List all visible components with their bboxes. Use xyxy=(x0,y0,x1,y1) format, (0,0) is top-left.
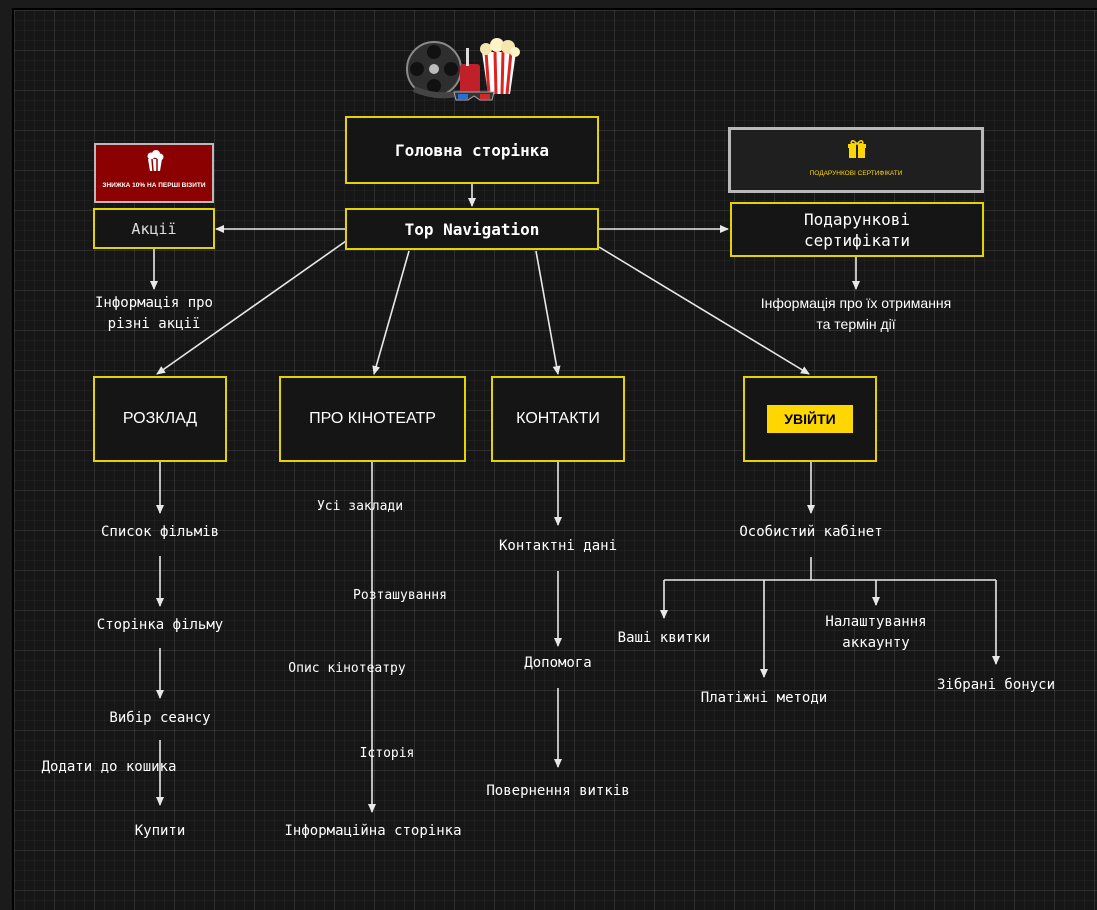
location-text: Розташування xyxy=(353,588,447,603)
contact-details-text: Контактні дані xyxy=(498,538,618,554)
collected-bonuses-text: Зібрані бонуси xyxy=(936,677,1056,693)
diagram-canvas: Головна сторінка Top Navigation ЗНИЖКА 1… xyxy=(12,8,1097,910)
payment-methods-text: Платіжні методи xyxy=(700,690,828,706)
gift-icon xyxy=(848,140,866,158)
gift-banner-text: ПОДАРУНКОВІ СЕРТИФІКАТИ xyxy=(809,170,903,177)
edge-topnav-schedule xyxy=(156,240,347,375)
promos-node[interactable]: Акції xyxy=(93,208,215,249)
gift-certificates-banner[interactable]: ПОДАРУНКОВІ СЕРТИФІКАТИ xyxy=(728,127,984,193)
gift-certificates-label: Подарункові сертифікати xyxy=(804,209,910,250)
edge-topnav-about xyxy=(372,250,410,375)
promo-banner-text: ЗНИЖКА 10% НА ПЕРШІ ВІЗИТИ xyxy=(102,182,206,189)
top-navigation-node[interactable]: Top Navigation xyxy=(345,208,599,250)
help-text: Допомога xyxy=(524,655,592,671)
contacts-node[interactable]: КОНТАКТИ xyxy=(491,376,625,462)
popcorn-icon xyxy=(147,150,164,172)
account-settings-text: Налаштування аккаунту xyxy=(825,614,927,651)
all-venues-text: Усі заклади xyxy=(316,499,404,514)
your-tickets-text: Ваші квитки xyxy=(617,630,711,646)
history-text: Історія xyxy=(359,746,415,761)
gift-info-text: Інформація про їх отримання та термін ді… xyxy=(760,295,952,332)
session-choice-text: Вибір сеансу xyxy=(109,710,211,726)
film-reel-popcorn-icon xyxy=(406,38,520,101)
login-node[interactable]: УВІЙТИ xyxy=(743,376,877,462)
buy-text: Купити xyxy=(134,823,186,839)
top-navigation-label: Top Navigation xyxy=(404,219,540,239)
add-to-cart-text: Додати до кошика xyxy=(41,759,177,775)
home-page-node[interactable]: Головна сторінка xyxy=(345,116,599,184)
promos-label: Акції xyxy=(131,219,177,238)
edge-topnav-contacts xyxy=(535,250,561,375)
returns-text: Повернення витків xyxy=(486,783,630,799)
connector-layer xyxy=(150,184,1000,813)
film-page-text: Сторінка фільму xyxy=(96,617,224,633)
info-page-text: Інформаційна сторінка xyxy=(284,823,462,839)
about-cinema-label: ПРО КІНОТЕАТР xyxy=(309,410,436,427)
about-cinema-node[interactable]: ПРО КІНОТЕАТР xyxy=(279,376,466,462)
promo-banner[interactable]: ЗНИЖКА 10% НА ПЕРШІ ВІЗИТИ xyxy=(94,143,214,203)
cinema-description-text: Опис кінотеатру xyxy=(288,661,406,676)
login-button[interactable]: УВІЙТИ xyxy=(767,405,853,433)
gift-certificates-node[interactable]: Подарункові сертифікати xyxy=(730,202,984,257)
personal-cabinet-text: Особистий кабінет xyxy=(739,524,883,540)
edge-topnav-login xyxy=(598,246,810,375)
promos-info-text: Інформація про різні акції xyxy=(94,295,213,332)
schedule-node[interactable]: РОЗКЛАД xyxy=(93,376,227,462)
film-list-text: Список фільмів xyxy=(100,524,220,540)
contacts-label: КОНТАКТИ xyxy=(516,410,600,427)
home-page-label: Головна сторінка xyxy=(394,140,550,160)
schedule-label: РОЗКЛАД xyxy=(122,410,198,427)
